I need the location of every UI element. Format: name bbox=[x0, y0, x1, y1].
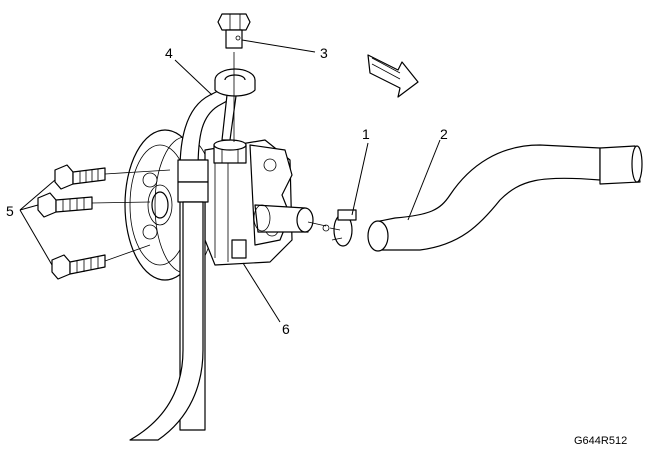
callout-4: 4 bbox=[165, 45, 173, 61]
banjo-fitting bbox=[214, 68, 256, 97]
callout-2: 2 bbox=[440, 126, 448, 142]
leader-lines bbox=[19, 39, 441, 323]
callout-1: 1 bbox=[362, 126, 370, 142]
hose-clamp bbox=[307, 209, 357, 247]
callout-6: 6 bbox=[282, 321, 290, 337]
mounting-bolt-bottom bbox=[51, 244, 151, 280]
pressure-fitting bbox=[213, 139, 247, 164]
figure-id: G644R512 bbox=[574, 435, 627, 447]
mounting-bolt-middle bbox=[37, 192, 151, 218]
inlet-hose bbox=[367, 144, 643, 252]
banjo-bolt bbox=[217, 13, 251, 142]
callout-3: 3 bbox=[320, 45, 328, 61]
pump-inlet-pipe bbox=[253, 204, 314, 233]
callout-5: 5 bbox=[6, 203, 14, 219]
pressure-hose-line bbox=[129, 85, 237, 441]
view-direction-arrow-icon bbox=[367, 54, 419, 98]
mounting-bolt-top bbox=[54, 164, 171, 190]
